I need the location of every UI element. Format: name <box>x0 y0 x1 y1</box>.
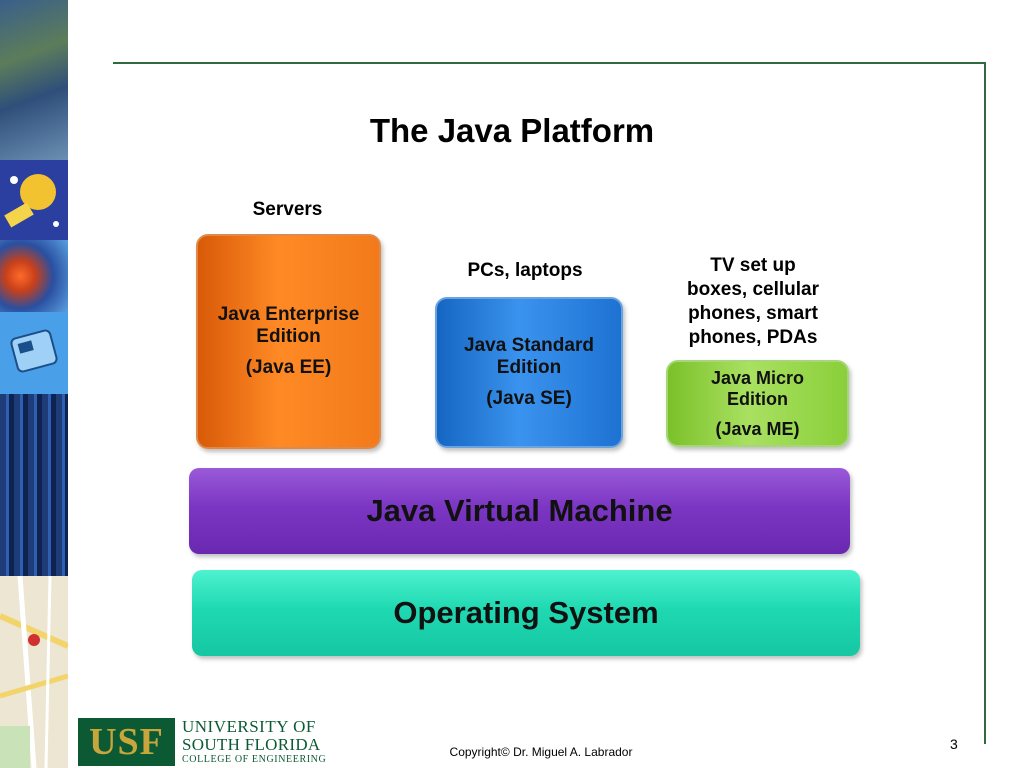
caption-devices-line: TV set up <box>710 255 796 276</box>
page-number: 3 <box>950 736 958 752</box>
phone-graphic-image <box>0 312 68 394</box>
usf-logo-line3: COLLEGE OF ENGINEERING <box>182 754 327 765</box>
street-map-image <box>0 575 68 768</box>
java-se-abbr: (Java SE) <box>486 388 572 409</box>
map-graphic-icon <box>0 575 68 768</box>
usf-logo-line2: SOUTH FLORIDA <box>182 735 321 754</box>
caption-devices-line: phones, PDAs <box>688 327 818 348</box>
java-virtual-machine-layer: Java Virtual Machine <box>189 468 850 554</box>
decorative-image-strip <box>0 0 68 768</box>
java-se-name-line2: Edition <box>496 357 562 378</box>
caption-servers: Servers <box>252 199 323 220</box>
caption-devices-line: boxes, cellular <box>686 279 819 300</box>
java-ee-name-line1: Java Enterprise <box>217 304 360 325</box>
satellite-earth-image <box>0 0 68 160</box>
java-me-abbr: (Java ME) <box>715 418 800 439</box>
copyright-notice: Copyright© Dr. Miguel A. Labrador <box>449 745 633 759</box>
satellite-icon <box>4 174 59 228</box>
caption-devices-line: phones, smart <box>688 303 818 324</box>
java-me-name-line2: Edition <box>727 388 788 409</box>
usf-logo-mark: USF <box>78 718 175 766</box>
frame-right-line <box>984 62 986 744</box>
caption-pcs-laptops: PCs, laptops <box>467 260 583 281</box>
brain-scan-image <box>0 240 68 312</box>
cellphone-icon <box>10 329 58 373</box>
frame-top-line <box>113 62 986 64</box>
java-se-box: Java Standard Edition (Java SE) <box>435 297 623 448</box>
operating-system-layer: Operating System <box>192 570 860 656</box>
usf-logo-text: UNIVERSITY OF SOUTH FLORIDA COLLEGE OF E… <box>182 718 327 766</box>
java-ee-box: Java Enterprise Edition (Java EE) <box>196 234 381 449</box>
circuit-board-image <box>0 394 68 576</box>
slide-title: The Java Platform <box>369 112 655 149</box>
satellite-graphic-image <box>0 160 68 240</box>
caption-devices: TV set up boxes, cellular phones, smart … <box>668 254 838 350</box>
java-ee-abbr: (Java EE) <box>245 357 332 378</box>
usf-logo: USF UNIVERSITY OF SOUTH FLORIDA COLLEGE … <box>78 718 326 766</box>
java-se-name-line1: Java Standard <box>464 335 594 356</box>
java-ee-name-line2: Edition <box>256 326 321 347</box>
java-me-name-line1: Java Micro <box>710 367 805 388</box>
java-me-box: Java Micro Edition (Java ME) <box>666 360 849 447</box>
usf-logo-line1: UNIVERSITY OF <box>182 717 316 736</box>
